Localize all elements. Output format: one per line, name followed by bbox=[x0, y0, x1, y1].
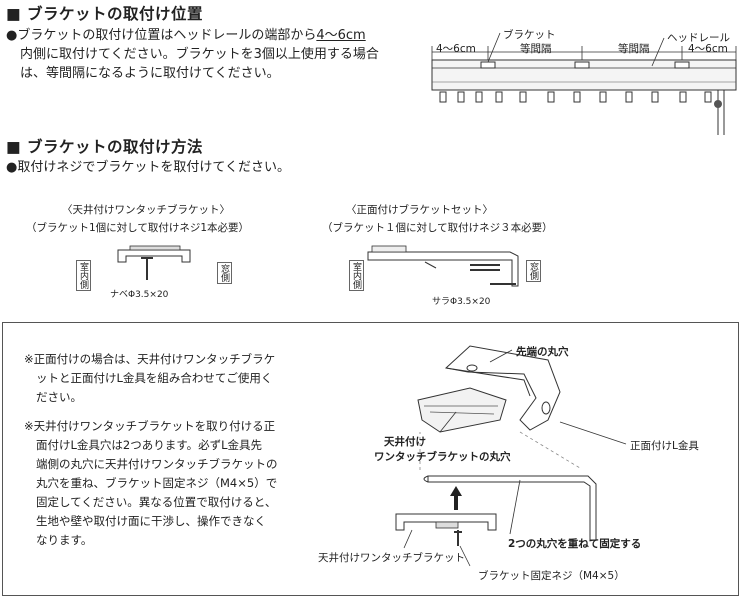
dim-mid1: 等間隔 bbox=[520, 43, 552, 55]
section1-distance: 4〜6cm bbox=[316, 28, 366, 43]
right-screw-label: サラΦ3.5×20 bbox=[432, 297, 491, 307]
note2-line: 端側の丸穴に天井付けワンタッチブラケットの bbox=[36, 457, 278, 471]
note2-line: 生地や壁や取付け面に干渉し、操作できなく bbox=[36, 514, 266, 528]
headrail-diagram bbox=[431, 32, 737, 135]
left-window-label: 窓側 bbox=[217, 262, 232, 284]
section2-bullet: ●取付けネジでブラケットを取付けてください。 bbox=[6, 160, 290, 175]
label-headrail: ヘッドレール bbox=[667, 32, 730, 44]
note1-line: ※正面付けの場合は、天井付けワンタッチブラケ bbox=[24, 352, 276, 366]
section2-heading: ■ ブラケットの取付け方法 bbox=[6, 138, 204, 156]
label-onetouch-hole-1: 天井付け bbox=[384, 436, 426, 448]
note2: ※天井付けワンタッチブラケットを取り付ける正 面付けL金具穴は2つあります。必ず… bbox=[24, 417, 278, 550]
note1: ※正面付けの場合は、天井付けワンタッチブラケ ットと正面付けL金具を組み合わせて… bbox=[24, 350, 275, 407]
note2-line: なります。 bbox=[36, 533, 93, 547]
section1-heading: ■ ブラケットの取付け位置 bbox=[6, 5, 204, 23]
section1-line3: は、等間隔になるように取付けてください。 bbox=[20, 66, 280, 81]
dim-left: 4〜6cm bbox=[436, 43, 476, 55]
note1-line: ットと正面付けL金具を組み合わせてご使用く bbox=[36, 371, 273, 385]
label-bracket: ブラケット bbox=[503, 29, 556, 41]
note-box bbox=[2, 322, 739, 596]
note2-line: 固定してください。異なる位置で取付けると、 bbox=[36, 495, 277, 509]
right-room-label: 室内側 bbox=[349, 260, 364, 291]
section1-line1: ●ブラケットの取付け位置はヘッドレールの端部から4〜6cm bbox=[6, 26, 366, 46]
label-onetouch: 天井付けワンタッチブラケット bbox=[318, 552, 465, 564]
label-tip-hole: 先端の丸穴 bbox=[516, 346, 569, 358]
note2-line: 面付けL金具穴は2つあります。必ずL金具先 bbox=[36, 438, 262, 452]
label-onetouch-hole-2: ワンタッチブラケットの丸穴 bbox=[374, 451, 511, 463]
label-fix-screw: ブラケット固定ネジ（M4×5） bbox=[478, 570, 625, 582]
left-title: 〈天井付けワンタッチブラケット〉 bbox=[62, 204, 230, 216]
label-l-bracket: 正面付けL金具 bbox=[630, 440, 699, 452]
section1-line1-text: ●ブラケットの取付け位置はヘッドレールの端部から bbox=[6, 28, 317, 43]
right-title: 〈正面付けブラケットセット〉 bbox=[346, 204, 493, 216]
note2-line: ※天井付けワンタッチブラケットを取り付ける正 bbox=[24, 419, 276, 433]
right-window-label: 窓側 bbox=[526, 260, 541, 282]
left-screw-label: ナベΦ3.5×20 bbox=[110, 290, 169, 300]
left-sub: （ブラケット1個に対して取付けネジ1本必要） bbox=[26, 222, 250, 234]
left-room-label: 室内側 bbox=[76, 260, 91, 291]
dim-mid2: 等間隔 bbox=[618, 43, 650, 55]
note2-line: 丸穴を重ね、ブラケット固定ネジ（M4×5）で bbox=[36, 476, 278, 490]
onetouch-bracket-drawing bbox=[117, 245, 519, 287]
right-sub: （ブラケット１個に対して取付けネジ３本必要） bbox=[322, 222, 553, 234]
section1-line2: 内側に取付けてください。ブラケットを3個以上使用する場合 bbox=[20, 47, 379, 62]
dim-right: 4〜6cm bbox=[688, 43, 728, 55]
note1-line: ださい。 bbox=[36, 390, 82, 404]
label-two-holes: 2つの丸穴を重ねて固定する bbox=[508, 538, 642, 550]
